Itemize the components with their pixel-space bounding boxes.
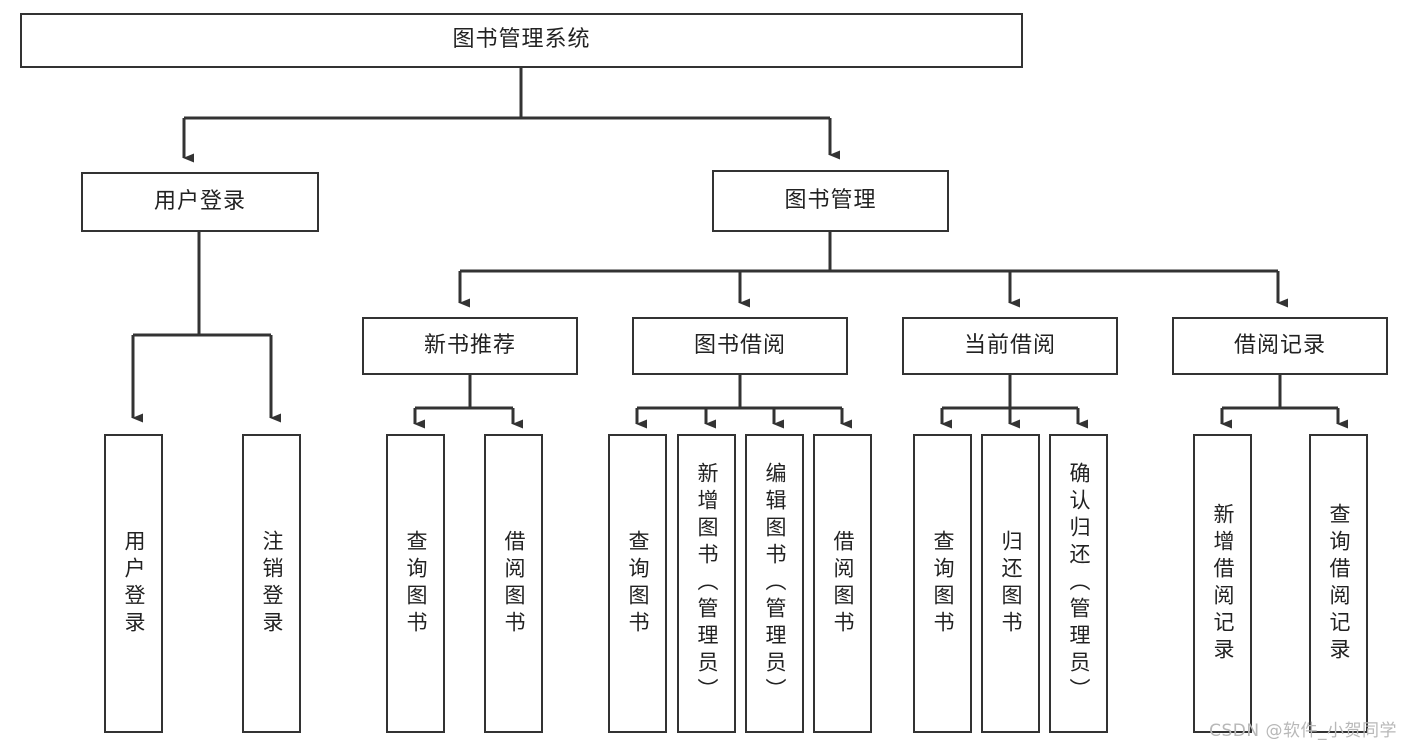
node-leaf-user-login-label: 用户登录 bbox=[122, 529, 146, 638]
node-new-book-rec[interactable]: 新书推荐 bbox=[362, 317, 578, 375]
node-leaf-add-book-label: 新增图书（管理员） bbox=[695, 462, 719, 705]
node-leaf-edit-book[interactable]: 编辑图书（管理员） bbox=[745, 434, 804, 733]
node-leaf-query-record[interactable]: 查询借阅记录 bbox=[1309, 434, 1368, 733]
node-leaf-query-record-label: 查询借阅记录 bbox=[1327, 502, 1351, 665]
node-root-system-label: 图书管理系统 bbox=[452, 27, 591, 53]
node-leaf-user-login[interactable]: 用户登录 bbox=[104, 434, 163, 733]
node-leaf-query-book-2-label: 查询图书 bbox=[626, 529, 650, 638]
node-leaf-logout-label: 注销登录 bbox=[260, 529, 284, 638]
node-leaf-query-book-2[interactable]: 查询图书 bbox=[608, 434, 667, 733]
node-leaf-add-record[interactable]: 新增借阅记录 bbox=[1193, 434, 1252, 733]
node-leaf-logout[interactable]: 注销登录 bbox=[242, 434, 301, 733]
node-leaf-return-book-label: 归还图书 bbox=[999, 529, 1023, 638]
node-book-borrow-label: 图书借阅 bbox=[693, 332, 786, 358]
node-user-login-label: 用户登录 bbox=[153, 188, 246, 214]
node-leaf-borrow-book-1[interactable]: 借阅图书 bbox=[484, 434, 543, 733]
node-leaf-borrow-book-2[interactable]: 借阅图书 bbox=[813, 434, 872, 733]
node-leaf-borrow-book-2-label: 借阅图书 bbox=[831, 529, 855, 638]
node-leaf-query-book-1-label: 查询图书 bbox=[404, 529, 428, 638]
node-leaf-query-book-1[interactable]: 查询图书 bbox=[386, 434, 445, 733]
node-leaf-add-record-label: 新增借阅记录 bbox=[1211, 502, 1235, 665]
node-leaf-edit-book-label: 编辑图书（管理员） bbox=[763, 462, 787, 705]
node-leaf-return-book[interactable]: 归还图书 bbox=[981, 434, 1040, 733]
node-leaf-add-book[interactable]: 新增图书（管理员） bbox=[677, 434, 736, 733]
node-leaf-borrow-book-1-label: 借阅图书 bbox=[502, 529, 526, 638]
node-leaf-query-book-3[interactable]: 查询图书 bbox=[913, 434, 972, 733]
node-current-borrow[interactable]: 当前借阅 bbox=[902, 317, 1118, 375]
node-book-mgmt-label: 图书管理 bbox=[784, 187, 877, 213]
node-current-borrow-label: 当前借阅 bbox=[963, 332, 1056, 358]
node-borrow-record-label: 借阅记录 bbox=[1233, 332, 1326, 358]
node-leaf-confirm-return[interactable]: 确认归还（管理员） bbox=[1049, 434, 1108, 733]
node-new-book-rec-label: 新书推荐 bbox=[423, 332, 516, 358]
node-leaf-query-book-3-label: 查询图书 bbox=[931, 529, 955, 638]
node-book-borrow[interactable]: 图书借阅 bbox=[632, 317, 848, 375]
node-user-login[interactable]: 用户登录 bbox=[81, 172, 319, 232]
node-borrow-record[interactable]: 借阅记录 bbox=[1172, 317, 1388, 375]
node-leaf-confirm-return-label: 确认归还（管理员） bbox=[1067, 462, 1091, 705]
node-book-mgmt[interactable]: 图书管理 bbox=[712, 170, 949, 232]
node-root-system[interactable]: 图书管理系统 bbox=[20, 13, 1023, 68]
